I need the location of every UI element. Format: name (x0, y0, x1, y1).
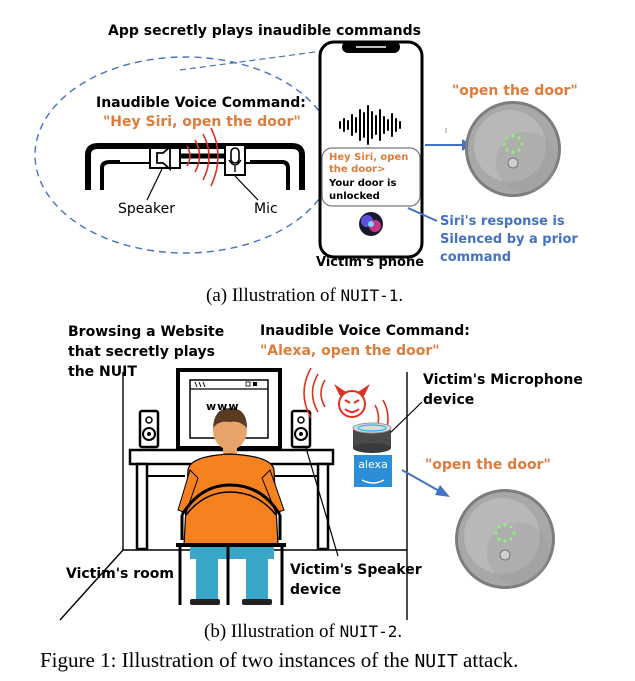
panel-a-command-text: "Hey Siri, open the door" (103, 114, 301, 130)
caption-a-prefix: (a) Illustration of (206, 285, 341, 306)
zoom-line-left (179, 47, 346, 71)
figure-caption: Figure 1: Illustration of two instances … (40, 648, 518, 673)
bubble-command-line-1: Hey Siri, open (329, 152, 409, 163)
mic-device-line-2: device (423, 392, 475, 408)
bubble-command-line-2: the door> (329, 164, 386, 175)
figure-caption-code: NUIT (414, 651, 458, 672)
panel-b-command-text: "Alexa, open the door" (260, 343, 440, 359)
smart-lock-b (455, 489, 555, 589)
siri-note-line-2: Silenced by a prior (440, 232, 578, 247)
caption-a-suffix: . (398, 285, 404, 306)
panel-b-command-label: Inaudible Voice Command: (260, 323, 470, 339)
lock-quote-b: "open the door" (425, 457, 551, 473)
chair (176, 483, 286, 605)
siri-icon (359, 212, 383, 236)
panel-a-command-label: Inaudible Voice Command: (96, 95, 306, 111)
left-desk-speaker (138, 409, 160, 449)
speaker-icon (149, 145, 181, 171)
bubble-response-line-2: unlocked (329, 191, 380, 202)
room-label: Victim's room (66, 566, 174, 582)
browse-line-2: that secretly plays (68, 344, 215, 360)
mic-label: Mic (254, 201, 278, 217)
smart-lock-a (465, 101, 561, 197)
lock-quote-a: "open the door" (452, 83, 578, 99)
siri-chat-bubble (321, 147, 421, 207)
echo-device (352, 422, 392, 453)
mic-icon (224, 144, 246, 176)
caption-b: (b) Illustration of NUIT-2. (204, 621, 402, 643)
alexa-logo-text: alexa (358, 458, 388, 471)
phone-label: Victim's phone (316, 255, 425, 270)
right-desk-speaker (290, 409, 312, 449)
mic-device-line-1: Victim's Microphone (423, 372, 583, 388)
speaker-device-line-2: device (290, 582, 342, 598)
caption-b-prefix: (b) Illustration of (204, 621, 340, 642)
panel-a-title: App secretly plays inaudible commands (108, 23, 421, 39)
siri-note-line-3: command (440, 250, 512, 265)
siri-note-line-1: Siri's response is (440, 214, 565, 229)
devil-icon (334, 384, 370, 418)
sound-waves-a (186, 127, 219, 187)
caption-b-suffix: . (397, 621, 403, 642)
browse-line-3: the NUIT (68, 364, 137, 380)
caption-a-code: NUIT-1 (340, 286, 399, 305)
bubble-response-line-1: Your door is (329, 178, 397, 189)
monitor-screen-text: www (206, 400, 240, 413)
browse-line-1: Browsing a Website (68, 324, 225, 340)
waveform-icon (339, 105, 401, 145)
caption-a: (a) Illustration of NUIT-1. (206, 285, 403, 307)
alexa-logo (354, 455, 392, 487)
figure-caption-suffix: attack. (457, 648, 519, 672)
phone-edge-zoom (85, 143, 305, 190)
caption-b-code: NUIT-2 (339, 622, 398, 641)
figure-caption-prefix: Figure 1: Illustration of two instances … (40, 648, 415, 672)
person-at-desk (177, 408, 285, 605)
speaker-device-line-1: Victim's Speaker (290, 562, 422, 578)
arrow-to-lock-b (401, 469, 450, 497)
speaker-label: Speaker (118, 201, 175, 217)
